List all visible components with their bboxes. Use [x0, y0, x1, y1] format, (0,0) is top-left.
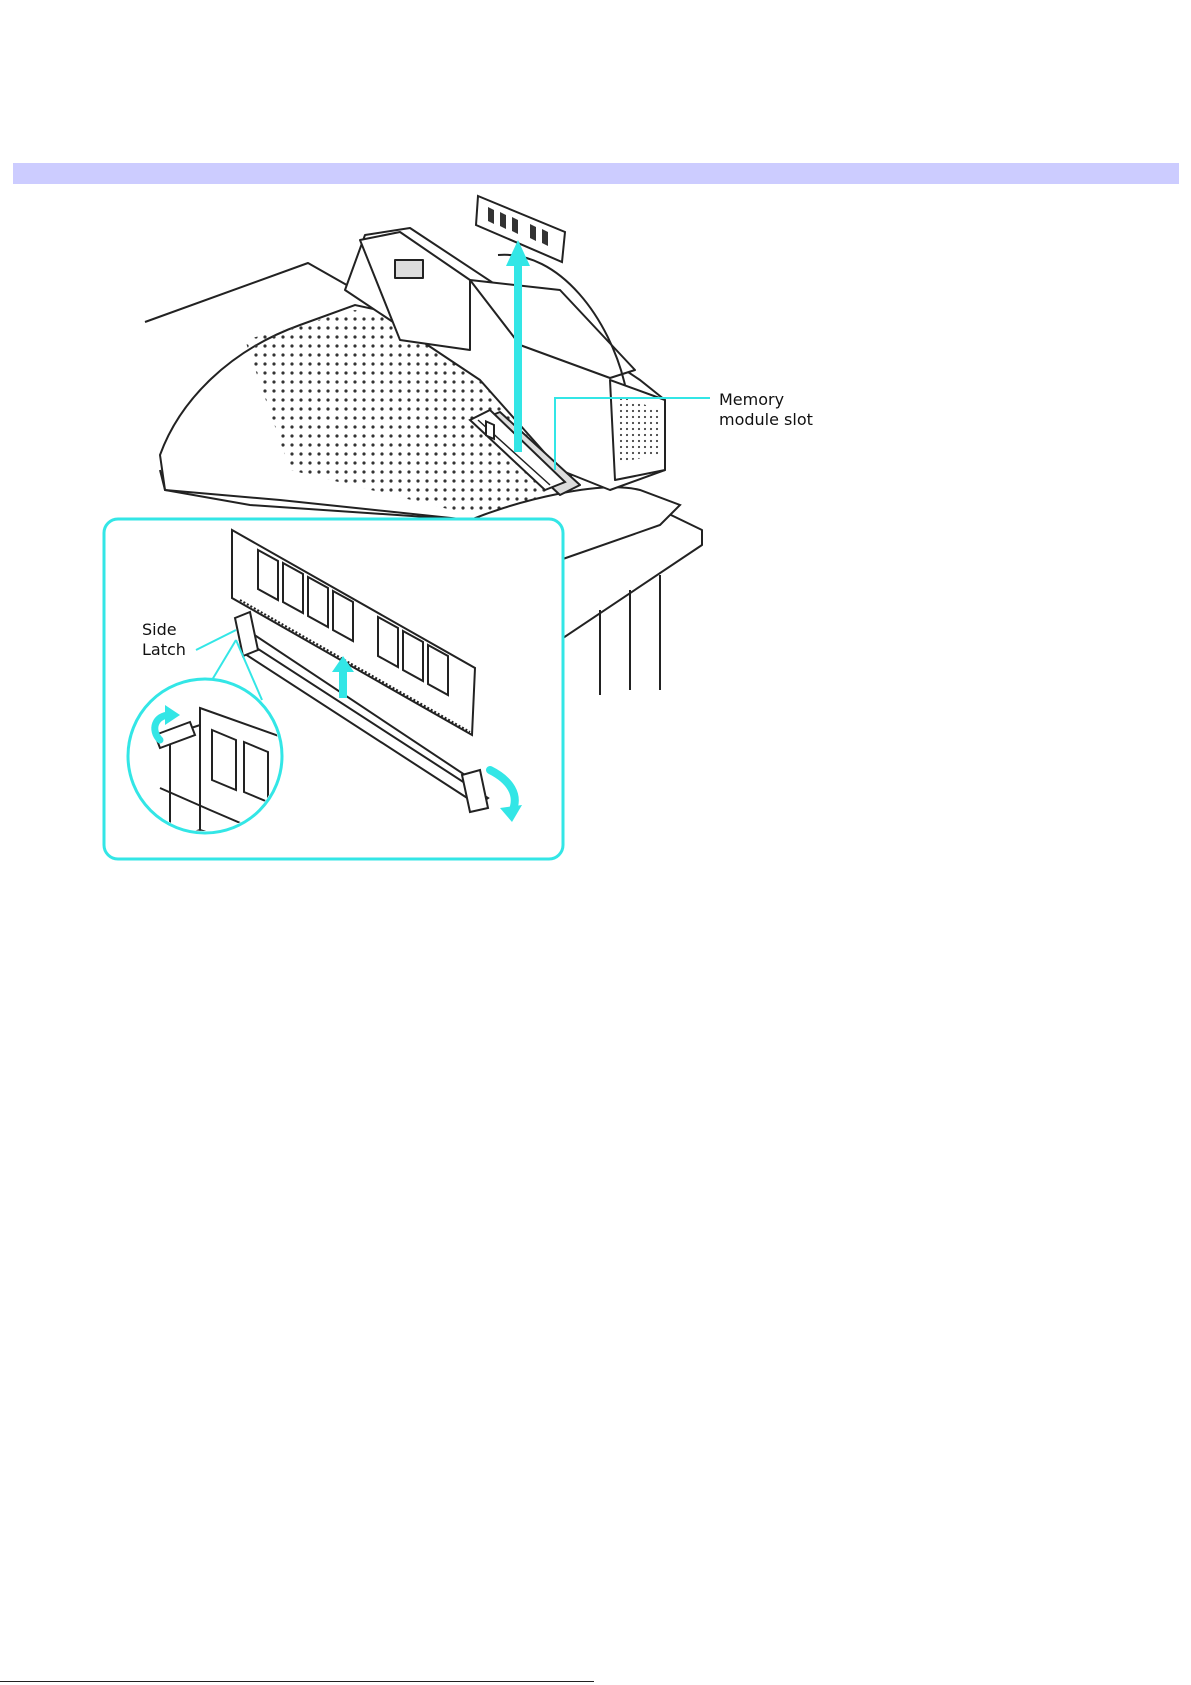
side-latch-callout: Side Latch	[142, 620, 186, 660]
memory-slot-callout-line1: Memory	[719, 390, 813, 410]
side-latch-callout-line2: Latch	[142, 640, 186, 660]
section-header-band	[13, 163, 1179, 184]
side-latch-callout-line1: Side	[142, 620, 186, 640]
memory-slot-callout-line2: module slot	[719, 410, 813, 430]
memory-slot-callout: Memory module slot	[719, 390, 813, 430]
memory-removal-illustration	[0, 185, 1191, 895]
detail-inset	[104, 519, 563, 860]
footer-rule	[0, 1681, 594, 1682]
